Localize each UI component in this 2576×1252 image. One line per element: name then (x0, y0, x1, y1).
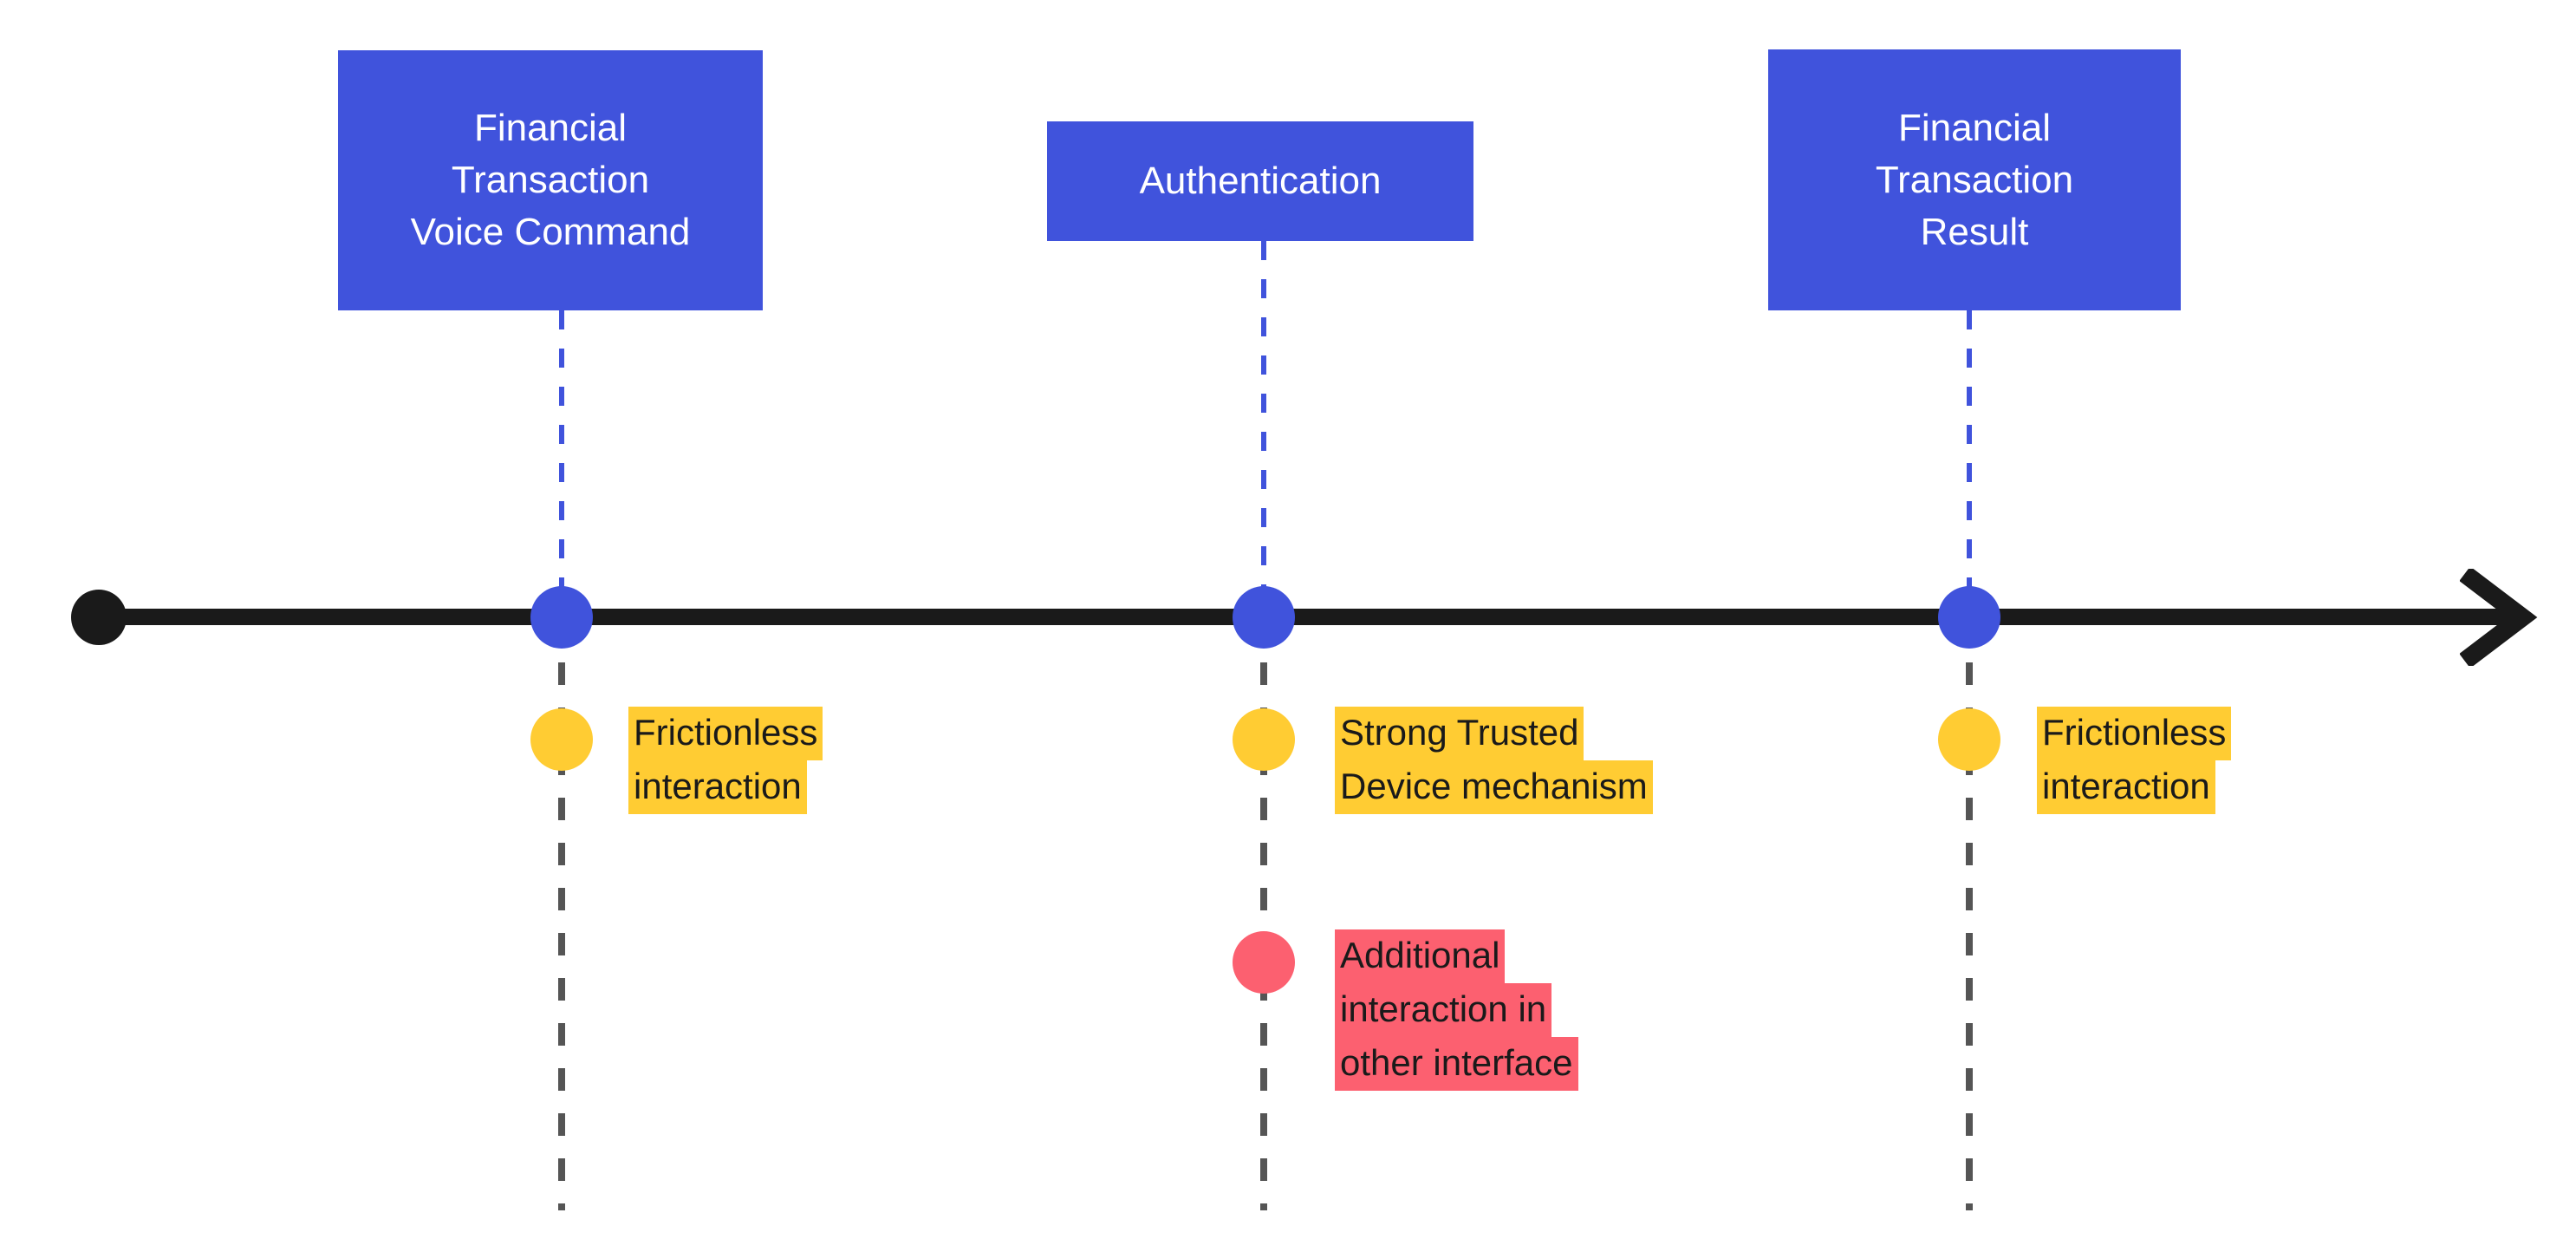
annotation-dot-positive-transaction-result[interactable] (1938, 708, 2000, 771)
annotation-dot-positive-authentication[interactable] (1233, 708, 1295, 771)
milestone-card-label: Financial (473, 107, 628, 149)
annotation-dot-negative-authentication[interactable] (1233, 931, 1295, 994)
milestone-node-dot-voice-command[interactable] (530, 586, 593, 649)
milestone-card-label: Transaction (1875, 158, 2074, 201)
milestone-card-label: Financial (1897, 106, 2052, 149)
timeline-arrow-icon (2459, 566, 2538, 668)
annotation-label-line: other interface (1335, 1037, 1578, 1091)
milestone-connector-up-authentication (1261, 241, 1266, 617)
annotation-label-line: Frictionless (2037, 707, 2232, 760)
annotation-label-line: interaction (628, 760, 807, 814)
milestone-card-label: Transaction (451, 159, 650, 201)
annotation-label-line: Device mechanism (1335, 760, 1653, 814)
milestone-node-dot-authentication[interactable] (1233, 586, 1295, 649)
annotation-label-line: Additional (1335, 929, 1506, 983)
milestone-card-label: Result (1920, 210, 2029, 253)
milestone-connector-up-transaction-result (1967, 310, 1972, 617)
milestone-connector-down-authentication (1260, 617, 1267, 1210)
annotation-dot-positive-voice-command[interactable] (530, 708, 593, 771)
milestone-connector-up-voice-command (559, 310, 564, 617)
milestone-card-label: Authentication (1139, 160, 1382, 202)
milestone-node-dot-transaction-result[interactable] (1938, 586, 2000, 649)
timeline-axis-line (95, 609, 2514, 625)
annotation-label-line: interaction in (1335, 983, 1552, 1037)
milestone-card-authentication[interactable]: Authentication (1047, 121, 1473, 241)
milestone-connector-down-voice-command (558, 617, 565, 1210)
milestone-connector-down-transaction-result (1966, 617, 1973, 1210)
milestone-card-label: Voice Command (410, 211, 691, 253)
annotation-label-line: Strong Trusted (1335, 707, 1584, 760)
annotation-label-line: interaction (2037, 760, 2215, 814)
annotation-label-line: Frictionless (628, 707, 823, 760)
